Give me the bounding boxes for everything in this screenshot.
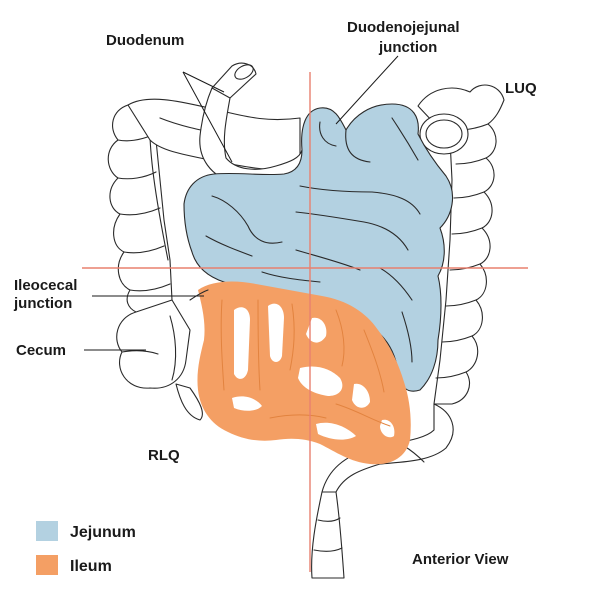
view-label: Anterior View (412, 551, 509, 568)
ileocecal-label-line1: Ileocecal (14, 277, 77, 294)
rlq-label: RLQ (148, 447, 180, 464)
dj-junction-label-line2: junction (378, 39, 437, 56)
duodenum-label: Duodenum (106, 32, 184, 49)
luq-label: LUQ (505, 80, 537, 97)
legend-swatch-ileum (36, 555, 58, 575)
legend-swatch-jejunum (36, 521, 58, 541)
cecum (117, 300, 190, 388)
legend-label-ileum: Ileum (70, 558, 112, 575)
legend-label-jejunum: Jejunum (70, 524, 136, 541)
cecum-label: Cecum (16, 342, 66, 359)
rectum (312, 492, 344, 578)
ileocecal-label-line2: junction (13, 295, 72, 312)
legend: Jejunum Ileum (36, 521, 136, 575)
dj-junction-label-line1: Duodenojejunal (347, 19, 460, 36)
